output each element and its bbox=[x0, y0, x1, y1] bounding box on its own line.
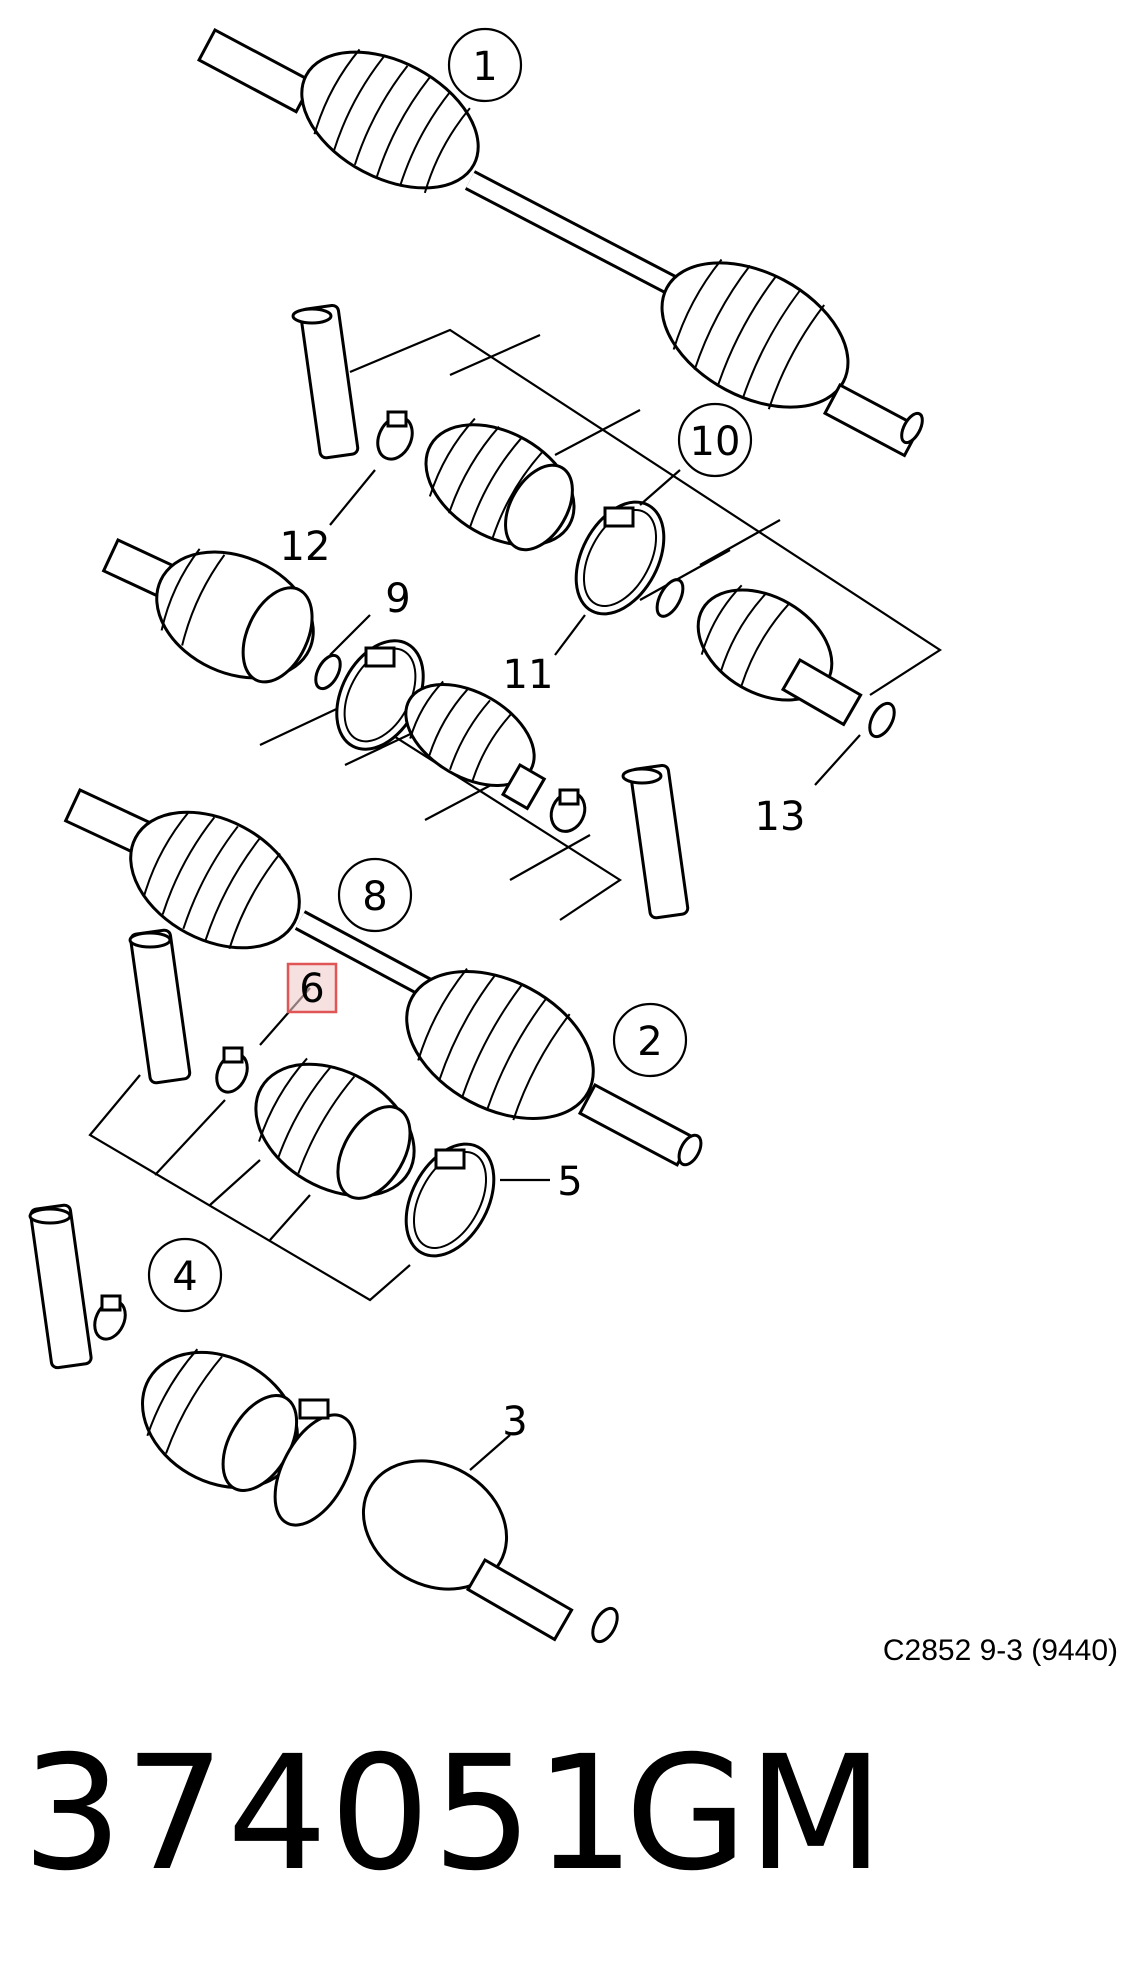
callout-3-label: 3 bbox=[502, 1399, 527, 1445]
diagram-reference-code: C2852 9-3 (9440) bbox=[883, 1634, 1118, 1667]
callout-13-label: 13 bbox=[755, 794, 806, 840]
joint-assembly-3 bbox=[28, 1203, 619, 1644]
boot-kit-lower bbox=[88, 928, 496, 1302]
callout-5-label: 5 bbox=[557, 1159, 582, 1205]
callout-1-label: 1 bbox=[472, 44, 497, 90]
highlight-box bbox=[286, 962, 338, 1014]
boot-kit-upper bbox=[101, 303, 943, 921]
callout-12-label: 12 bbox=[280, 524, 331, 570]
driveshaft-assembly-1 bbox=[197, 27, 924, 458]
callout-2: 2 bbox=[612, 1002, 688, 1078]
brand-name: GM bbox=[625, 1722, 884, 1906]
callout-10-label: 10 bbox=[690, 419, 741, 465]
callout-8-label: 8 bbox=[362, 874, 387, 920]
callout-8: 8 bbox=[337, 857, 413, 933]
callout-1: 1 bbox=[447, 27, 523, 103]
callout-6-label: 6 bbox=[299, 966, 324, 1012]
callout-9-label: 9 bbox=[385, 576, 410, 622]
callout-2-label: 2 bbox=[637, 1019, 662, 1065]
callout-4-label: 4 bbox=[172, 1254, 197, 1300]
driveshaft-assembly-2 bbox=[63, 788, 703, 1167]
callout-11-label: 11 bbox=[503, 652, 554, 698]
callout-4: 4 bbox=[147, 1237, 223, 1313]
callout-10: 10 bbox=[677, 402, 753, 478]
part-number: 374051 bbox=[22, 1722, 638, 1906]
